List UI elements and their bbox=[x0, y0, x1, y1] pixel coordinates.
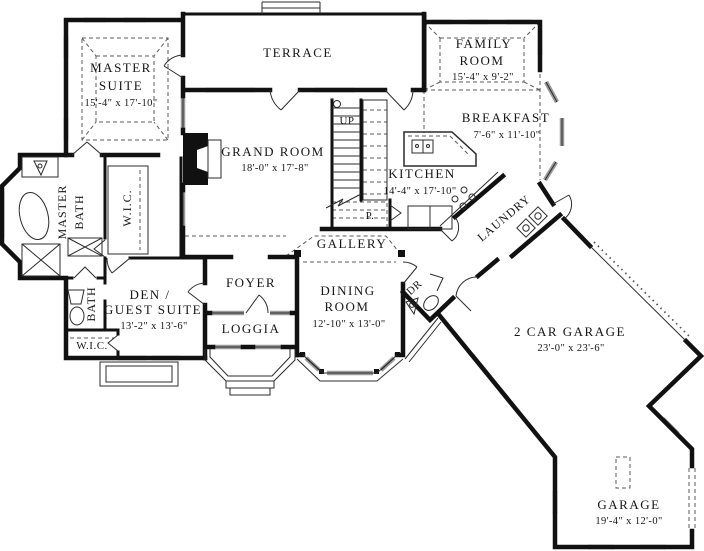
dims-grand-room: 18'-0" x 17'-8" bbox=[241, 163, 308, 174]
label-master-bath-1: MASTER bbox=[55, 185, 69, 240]
stair-break-line bbox=[325, 193, 362, 209]
dims-master-suite: 15'-4" x 17'-10" bbox=[85, 98, 158, 109]
vanity bbox=[21, 156, 59, 178]
label-family-room-2: ROOM bbox=[459, 53, 504, 68]
bathtub bbox=[18, 191, 50, 241]
label-2car-garage: 2 CAR GARAGE bbox=[514, 324, 626, 339]
label-master-suite-1: MASTER bbox=[90, 60, 152, 75]
label-dining-2: ROOM bbox=[324, 299, 369, 314]
label-gallery: GALLERY bbox=[317, 236, 387, 251]
bath2-fixtures bbox=[67, 289, 85, 326]
dims-garage: 19'-4" x 12'-0" bbox=[595, 516, 662, 527]
fireplace bbox=[183, 133, 222, 185]
label-kitchen: KITCHEN bbox=[388, 166, 456, 181]
label-dining-1: DINING bbox=[320, 283, 375, 298]
dims-den: 13'-2" x 13'-6" bbox=[120, 321, 187, 332]
den-porch bbox=[99, 361, 179, 387]
dims-2car-garage: 23'-0" x 23'-6" bbox=[537, 343, 604, 354]
dims-family-room: 15'-4" x 9'-2" bbox=[452, 72, 514, 83]
label-bath2: BATH bbox=[84, 286, 98, 321]
terrace-steps bbox=[261, 1, 321, 14]
label-den-1: DEN / bbox=[129, 287, 170, 302]
label-wic-master: W.I.C. bbox=[120, 189, 134, 226]
range-counter bbox=[439, 171, 499, 227]
label-den-2: GUEST SUITE bbox=[104, 302, 202, 317]
loggia-porch bbox=[204, 349, 296, 396]
fixtures bbox=[18, 131, 548, 396]
dining-bay bbox=[296, 354, 404, 382]
kitchen-island bbox=[403, 131, 477, 167]
label-loggia: LOGGIA bbox=[222, 321, 281, 336]
label-grand-room: GRAND ROOM bbox=[221, 144, 324, 159]
label-terrace: TERRACE bbox=[263, 45, 333, 60]
shower bbox=[21, 243, 61, 277]
label-wic2: W.I.C. bbox=[76, 340, 108, 352]
label-master-bath-2: BATH bbox=[72, 194, 86, 229]
dims-kitchen: 14'-4" x 17'-10" bbox=[384, 186, 457, 197]
washer-dryer bbox=[516, 206, 548, 238]
dims-dining: 12'-10" x 13'-0" bbox=[313, 319, 386, 330]
label-pantry: P. bbox=[366, 210, 375, 222]
closet-shelving bbox=[107, 165, 149, 255]
linen-closet bbox=[67, 237, 103, 257]
doors bbox=[71, 54, 573, 352]
pdr-fixtures bbox=[405, 295, 439, 316]
label-family-room-1: FAMILY bbox=[456, 36, 513, 51]
labels: TERRACE MASTER SUITE 15'-4" x 17'-10" FA… bbox=[55, 36, 662, 527]
dashed-lines bbox=[70, 21, 696, 530]
stairs bbox=[325, 98, 392, 231]
label-foyer: FOYER bbox=[226, 275, 276, 290]
dims-breakfast: 7'-6" x 11'-10" bbox=[474, 130, 541, 141]
label-master-suite-2: SUITE bbox=[99, 78, 143, 93]
label-breakfast: BREAKFAST bbox=[462, 110, 550, 125]
label-stairs-up: UP bbox=[339, 115, 354, 127]
label-garage: GARAGE bbox=[597, 497, 660, 512]
